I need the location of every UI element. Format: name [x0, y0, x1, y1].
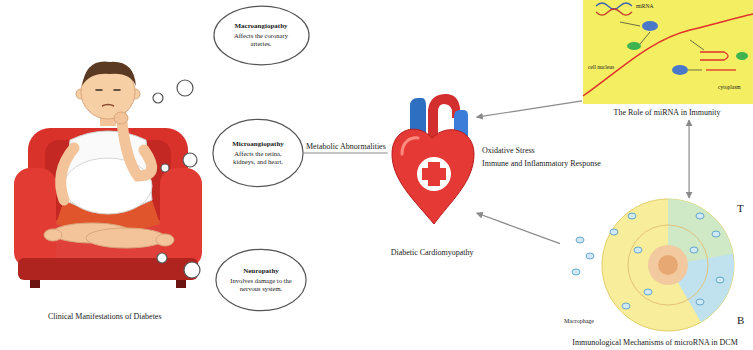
bubble-heading: Macroangiopathy: [234, 22, 287, 30]
cell-letter: B: [737, 314, 744, 327]
immune-cell-figure: [572, 199, 734, 331]
illustration-caption: Clinical Manifestations of Diabetes: [48, 312, 162, 322]
figure-panel: The Role of miRNA in Immunity: [582, 0, 752, 120]
man-figure: [44, 62, 174, 249]
sofa: [14, 128, 202, 288]
figure-label: miRNA: [636, 3, 653, 10]
heart-illustration: [392, 94, 474, 224]
bubble-text: Involves damage to the nervous system.: [227, 277, 295, 293]
figure-caption: Diabetic Cardiomyopathy: [391, 248, 474, 258]
thought-bubble: NeuropathyInvolves damage to the nervous…: [215, 248, 307, 312]
bubble-outline-shape: [216, 249, 306, 310]
bubble-outline-shape: [213, 6, 308, 65]
pathway-label: Oxidative Stress: [482, 146, 535, 156]
thought-bubble: MicroangiopathyAffects the retina, kidne…: [212, 118, 304, 188]
figure-caption: The Role of miRNA in Immunity: [614, 108, 721, 118]
figure-label: cytoplasm: [718, 84, 741, 91]
connector-arrow: [304, 152, 388, 153]
connector-arrow: [477, 213, 560, 244]
figure-panel: Immunological Mechanisms of microRNA in …: [560, 198, 750, 350]
cell-label: Macrophage: [564, 318, 594, 325]
cell-letter: T: [737, 202, 744, 215]
bubble-outline-shape: [213, 119, 303, 186]
connector-arrow: [477, 101, 582, 117]
bubble-text: Affects the retina, kidneys, and heart.: [224, 150, 292, 166]
connector-arrow: [688, 120, 689, 198]
thought-bubble: MacroangiopathyAffects the coronary arte…: [213, 5, 310, 66]
pathway-label: Immune and Inflammatory Response: [482, 159, 601, 169]
thought-dots: [153, 80, 200, 278]
figure-label: cell nucleus: [588, 64, 614, 71]
figure-caption: Immunological Mechanisms of microRNA in …: [572, 338, 738, 348]
bubble-heading: Microangiopathy: [232, 140, 284, 148]
mirna-pathway-figure: [583, 0, 753, 104]
connector-label: Metabolic Abnormalities: [306, 142, 386, 152]
heart-node: Diabetic Cardiomyopathy: [388, 92, 477, 260]
bubble-heading: Neuropathy: [243, 267, 279, 275]
bubble-text: Affects the coronary arteries.: [227, 32, 295, 48]
